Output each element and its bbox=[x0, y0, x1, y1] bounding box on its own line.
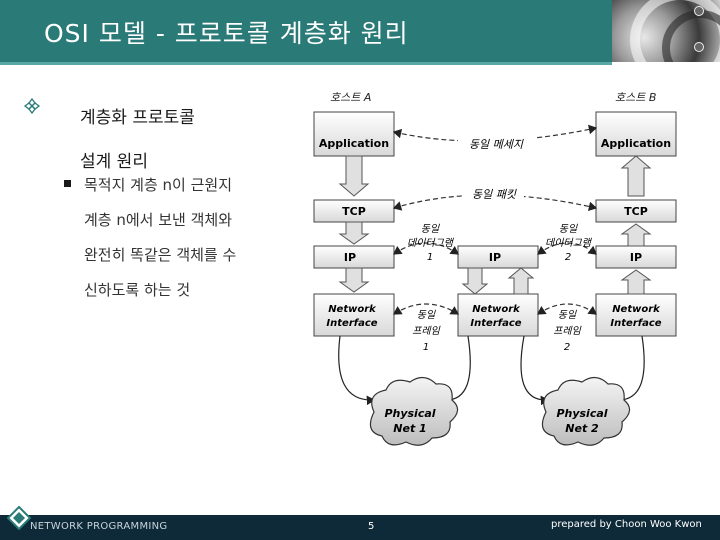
router-network-interface-label: Network bbox=[472, 304, 521, 315]
decorative-swirl bbox=[662, 10, 720, 62]
frame2-label: 동일 bbox=[558, 309, 577, 321]
link-arc bbox=[338, 335, 376, 406]
up-arrow-icon bbox=[620, 269, 652, 295]
cloud-shape bbox=[369, 376, 459, 446]
sub-bullet-line: 목적지 계층 n이 근원지 bbox=[84, 176, 233, 194]
diamond-bullet-icon bbox=[24, 98, 40, 114]
ip-layer-label: IP bbox=[344, 251, 356, 264]
main-bullet-line: 설계 원리 bbox=[80, 152, 148, 172]
up-arrow-icon bbox=[507, 267, 535, 295]
application-layer-label: Application bbox=[601, 137, 671, 150]
down-arrow-icon bbox=[338, 155, 370, 197]
decorative-swirl bbox=[630, 0, 720, 62]
title-underline bbox=[0, 62, 612, 65]
physical-net-2-cloud: Physical Net 2 bbox=[541, 376, 631, 446]
footer-bar bbox=[0, 515, 720, 540]
up-arrow-icon bbox=[620, 223, 652, 247]
frame2-arrow bbox=[537, 303, 597, 315]
label-backdrop bbox=[464, 186, 524, 202]
host-b-stack: Application TCP IP Network Interface bbox=[595, 111, 677, 337]
router-network-interface-box bbox=[457, 293, 539, 337]
packet-arrow bbox=[392, 194, 598, 212]
down-arrow-icon bbox=[338, 221, 370, 245]
footer-course-name: NETWORK PROGRAMMING bbox=[30, 521, 168, 532]
page-title: OSI 모델 - 프로토콜 계층화 원리 bbox=[44, 19, 409, 48]
footer-author: prepared by Choon Woo Kwon bbox=[551, 519, 702, 530]
peer-communication-arrows bbox=[392, 124, 598, 315]
datagram1-label: 동일 bbox=[421, 223, 440, 235]
router-network-interface-label: Interface bbox=[470, 318, 521, 329]
network-interface-box bbox=[313, 293, 395, 337]
datagram2-label: 동일 bbox=[559, 223, 578, 235]
frame2-label: 2 bbox=[564, 342, 570, 353]
main-bullet-text: 계층화 프로토콜 설계 원리 bbox=[80, 96, 195, 184]
corner-decoration-image bbox=[612, 0, 720, 62]
frame1-arrow bbox=[392, 303, 460, 315]
host-a-stack: Application TCP IP Network Interface bbox=[313, 111, 395, 337]
square-bullet-icon bbox=[64, 180, 71, 187]
net1-label: Physical bbox=[384, 407, 435, 420]
protocol-layering-diagram: 호스트 A 호스트 B Application TCP IP Network I… bbox=[313, 91, 677, 446]
datagram1-label: 데이터그램 bbox=[407, 237, 455, 249]
datagram2-label: 2 bbox=[565, 252, 571, 263]
sub-bullet-line: 계층 n에서 보낸 객체와 bbox=[84, 211, 233, 229]
host-b-label: 호스트 B bbox=[615, 91, 656, 104]
network-interface-box bbox=[595, 293, 677, 337]
page-number: 5 bbox=[368, 521, 375, 532]
frame1-label: 프레임 bbox=[412, 325, 440, 337]
frame2-label: 프레임 bbox=[553, 325, 581, 337]
host-a-label: 호스트 A bbox=[330, 91, 371, 104]
datagram2-arrow bbox=[537, 242, 597, 255]
network-interface-label: Interface bbox=[326, 318, 377, 329]
sub-bullet-line: 신하도록 하는 것 bbox=[84, 281, 191, 299]
application-layer-label: Application bbox=[319, 137, 389, 150]
frame1-label: 동일 bbox=[417, 309, 436, 321]
datagram1-arrow bbox=[393, 242, 459, 255]
frame1-label: 1 bbox=[423, 342, 429, 353]
decorative-rivet bbox=[694, 6, 704, 16]
router-stack: IP Network Interface bbox=[457, 245, 539, 337]
up-arrow-icon bbox=[620, 155, 652, 197]
router-ip-label: IP bbox=[489, 251, 501, 264]
network-interface-label: Interface bbox=[610, 318, 661, 329]
label-backdrop bbox=[458, 136, 536, 152]
sub-bullet-line: 완전히 똑같은 객체를 수 bbox=[84, 246, 237, 264]
ip-layer-label: IP bbox=[630, 251, 642, 264]
application-layer-box bbox=[313, 111, 395, 157]
datagram1-label: 1 bbox=[427, 252, 433, 263]
physical-net-1-cloud: Physical Net 1 bbox=[369, 376, 459, 446]
datagram2-label: 데이터그램 bbox=[545, 237, 593, 249]
net2-label: Net 2 bbox=[565, 422, 599, 435]
link-arc bbox=[520, 335, 550, 406]
sub-bullet-text: 목적지 계층 n이 근원지 계층 n에서 보낸 객체와 완전히 똑같은 객체를 … bbox=[84, 168, 299, 308]
decorative-rivet bbox=[694, 42, 704, 52]
same-packet-label: 동일 패킷 bbox=[472, 188, 517, 201]
network-interface-label: Network bbox=[612, 304, 661, 315]
network-interface-label: Network bbox=[328, 304, 377, 315]
main-bullet-line: 계층화 프로토콜 bbox=[80, 108, 195, 128]
tcp-layer-label: TCP bbox=[342, 205, 366, 218]
net1-label: Net 1 bbox=[393, 422, 426, 435]
router-ip-box bbox=[457, 245, 539, 269]
tcp-layer-label: TCP bbox=[624, 205, 648, 218]
down-arrow-icon bbox=[338, 267, 370, 293]
same-message-label: 동일 메세지 bbox=[469, 138, 524, 151]
cloud-shape bbox=[541, 376, 631, 446]
logo-diamond-icon bbox=[7, 506, 31, 530]
application-layer-box bbox=[595, 111, 677, 157]
down-arrow-icon bbox=[461, 267, 489, 295]
title-bar bbox=[0, 0, 612, 62]
net2-label: Physical bbox=[556, 407, 607, 420]
